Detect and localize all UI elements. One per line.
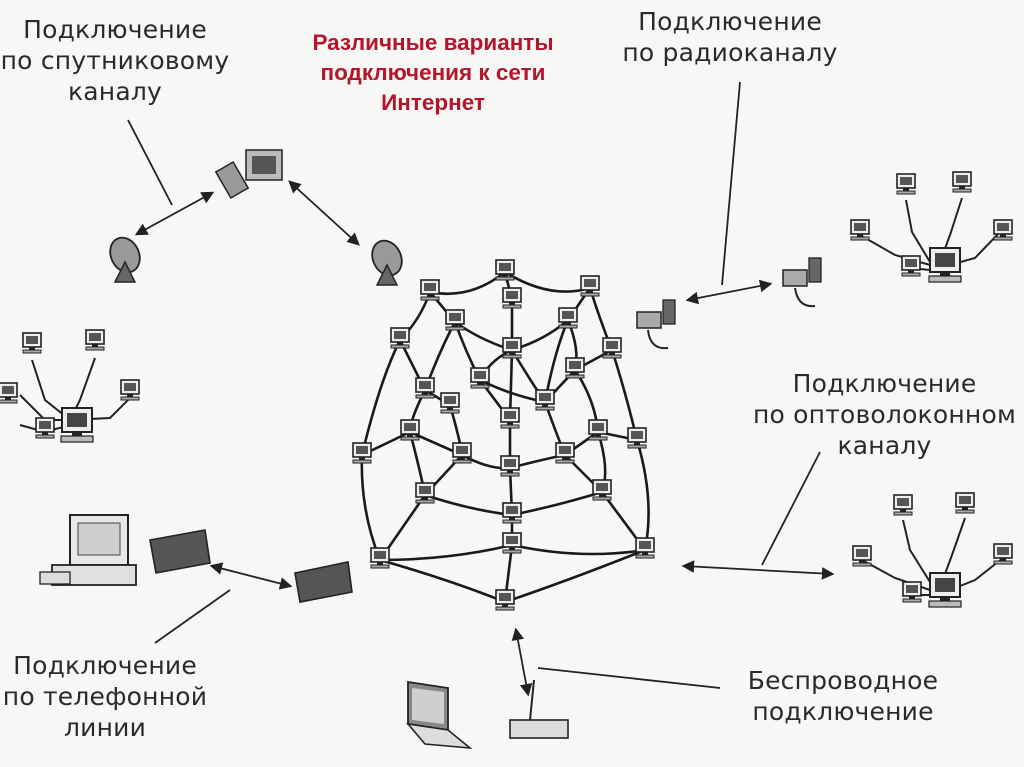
label-line: подключение xyxy=(728,696,958,727)
satellite-dish-icon xyxy=(105,233,146,282)
computer-icon xyxy=(446,310,464,330)
wireless-router-icon xyxy=(510,680,568,738)
computer-icon xyxy=(121,380,139,400)
modem-icon xyxy=(150,530,352,602)
fiber-link xyxy=(684,452,832,574)
computer-icon xyxy=(401,420,419,440)
computer-icon xyxy=(903,582,921,602)
computer-icon xyxy=(36,418,54,438)
computer-icon xyxy=(929,248,961,282)
computer-icon xyxy=(956,493,974,513)
computer-icon xyxy=(0,383,17,403)
computer-icon xyxy=(902,256,920,276)
computer-icon xyxy=(86,330,104,350)
label-radio: Подключение по радиоканалу xyxy=(610,6,850,68)
radio-transceiver-icon xyxy=(637,300,675,348)
label-phone: Подключение по телефонной линии xyxy=(0,650,210,743)
laptop-icon xyxy=(408,682,470,748)
computer-icon xyxy=(371,548,389,568)
computer-icon xyxy=(636,538,654,558)
label-fiber: Подключение по оптоволоконном каналу xyxy=(745,368,1024,461)
computer-icon xyxy=(391,328,409,348)
radio-transceiver-icon xyxy=(783,258,821,306)
satellite-icon xyxy=(216,150,282,198)
label-line: Подключение xyxy=(0,14,230,45)
label-line: по спутниковому xyxy=(0,45,230,76)
computer-icon xyxy=(421,280,439,300)
computer-icon xyxy=(628,428,646,448)
computer-icon xyxy=(61,408,93,442)
computer-icon xyxy=(453,443,471,463)
title-line: Интернет xyxy=(258,88,608,118)
computer-icon xyxy=(416,378,434,398)
computer-icon xyxy=(40,515,136,585)
computer-icon xyxy=(416,483,434,503)
computer-icon xyxy=(496,590,514,610)
computer-icon xyxy=(581,276,599,296)
computer-icon xyxy=(503,503,521,523)
computer-icon xyxy=(496,260,514,280)
computer-icon xyxy=(929,573,961,607)
computer-icon xyxy=(471,368,489,388)
computer-icon xyxy=(503,338,521,358)
computer-icon xyxy=(23,333,41,353)
computer-icon xyxy=(589,420,607,440)
computer-icon xyxy=(501,408,519,428)
title-line: подключения к сети xyxy=(258,58,608,88)
label-line: каналу xyxy=(0,76,230,107)
wireless-link xyxy=(516,630,720,694)
satellite-dish-icon xyxy=(367,236,408,285)
label-line: Подключение xyxy=(610,6,850,37)
label-line: по радиоканалу xyxy=(610,37,850,68)
computer-icon xyxy=(559,308,577,328)
computer-icon xyxy=(851,220,869,240)
label-wireless: Беспроводное подключение xyxy=(728,665,958,727)
computer-icon xyxy=(556,443,574,463)
label-line: по оптоволоконном xyxy=(745,399,1024,430)
computer-icon xyxy=(536,390,554,410)
label-line: Подключение xyxy=(0,650,210,681)
computer-icon xyxy=(353,443,371,463)
computer-icon xyxy=(566,358,584,378)
computer-icon xyxy=(897,174,915,194)
computer-icon xyxy=(503,288,521,308)
computer-icon xyxy=(603,338,621,358)
computer-icon xyxy=(503,533,521,553)
label-line: линии xyxy=(0,712,210,743)
computer-icon xyxy=(441,393,459,413)
computer-icon xyxy=(894,495,912,515)
label-line: Подключение xyxy=(745,368,1024,399)
computer-icon xyxy=(853,546,871,566)
label-line: по телефонной xyxy=(0,681,210,712)
phone-link xyxy=(155,566,290,643)
diagram-title: Различные варианты подключения к сети Ин… xyxy=(258,28,608,118)
label-line: Беспроводное xyxy=(728,665,958,696)
label-line: каналу xyxy=(745,430,1024,461)
title-line: Различные варианты xyxy=(258,28,608,58)
radio-link xyxy=(688,82,770,300)
computer-icon xyxy=(593,480,611,500)
computer-icon xyxy=(501,456,519,476)
computer-icon xyxy=(994,220,1012,240)
label-satellite: Подключение по спутниковому каналу xyxy=(0,14,230,107)
computer-icon xyxy=(994,544,1012,564)
computer-icon xyxy=(953,172,971,192)
